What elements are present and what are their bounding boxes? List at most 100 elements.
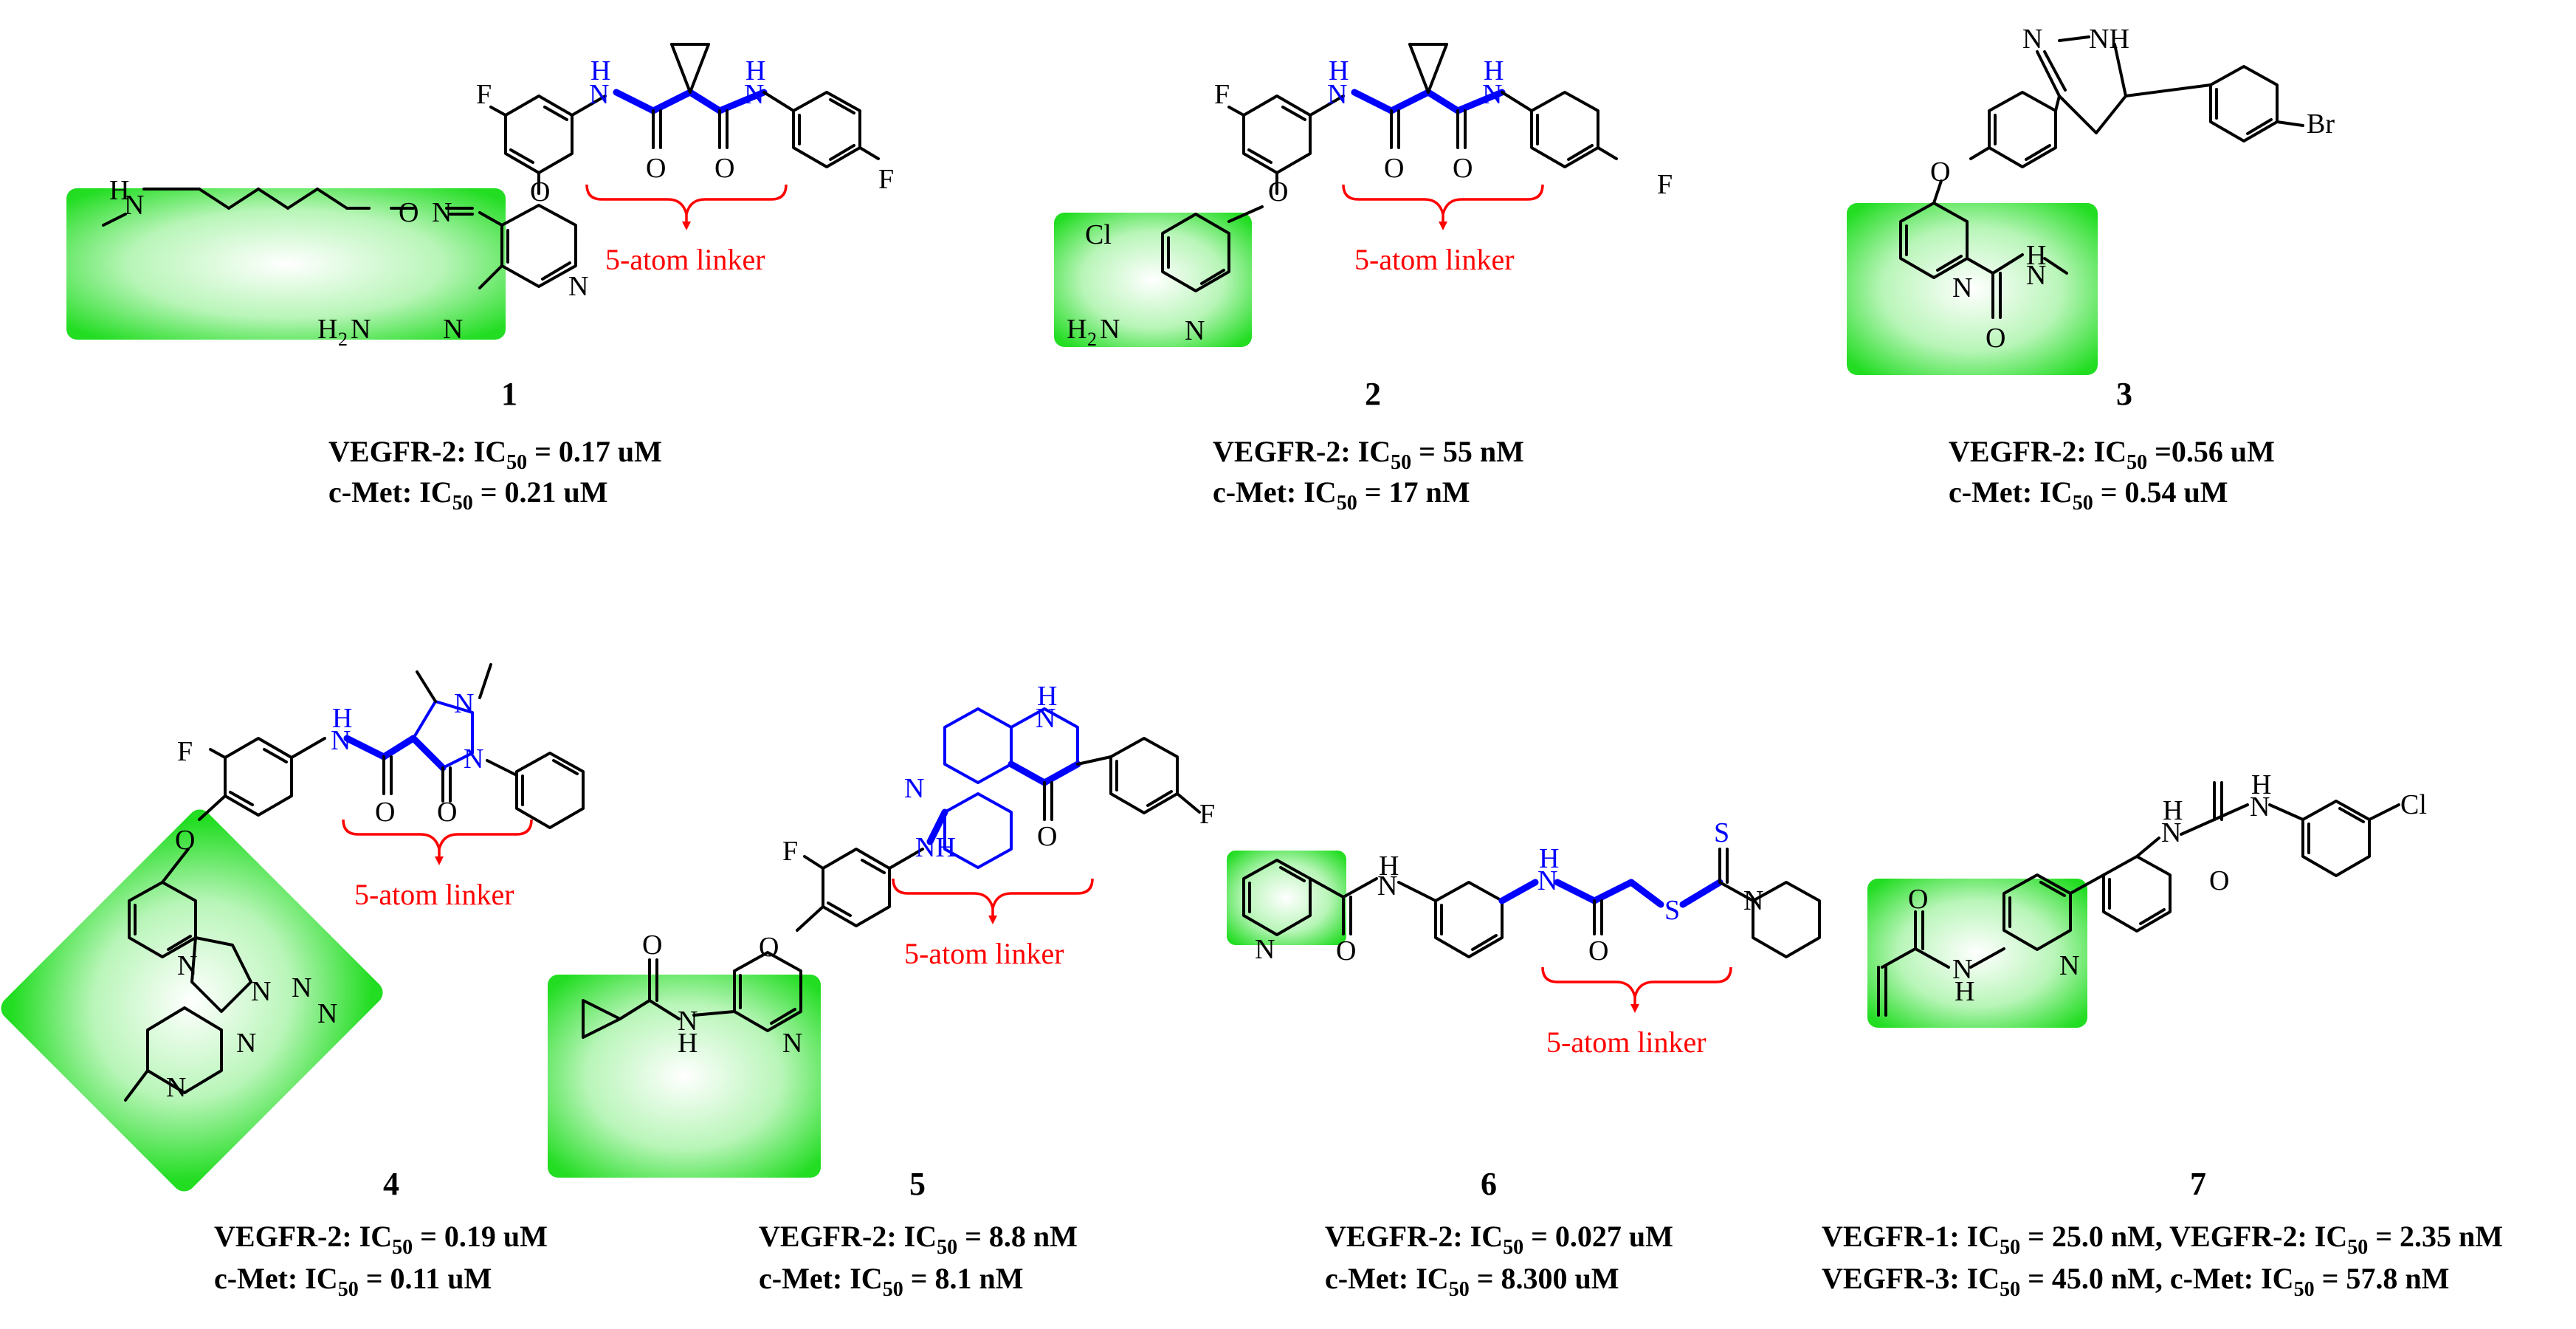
svg-text:VEGFR-2: IC50 = 0.17 uM: VEGFR-2: IC50 = 0.17 uM <box>328 435 662 474</box>
compound-2-structure: F O Cl N H 2 N H N H N O O F 5-atom link… <box>1067 43 1673 350</box>
highlight-box-4 <box>1 809 383 1192</box>
atom-label-F: F <box>1214 79 1230 110</box>
atom-label-H: H <box>1379 851 1399 882</box>
activity-subscript: 50 <box>2347 1236 2368 1259</box>
atom-label-H: H <box>745 55 765 86</box>
atom-label-H: H <box>1037 681 1057 712</box>
svg-text:VEGFR-1: IC50 = 25.0 nM, VEGFR: VEGFR-1: IC50 = 25.0 nM, VEGFR-2: IC50 =… <box>1822 1220 2503 1259</box>
atom-label-F: F <box>1199 799 1215 830</box>
atom-label-N: N <box>1100 314 1120 345</box>
activity-label: VEGFR-2: IC <box>759 1220 937 1253</box>
activity-subscript: 50 <box>2126 451 2147 474</box>
atom-label-N: N <box>317 998 337 1029</box>
activity-3: VEGFR-2: IC50 =0.56 uM c-Met: IC50 = 0.5… <box>1949 435 2275 515</box>
atom-subscript-2: 2 <box>338 329 348 350</box>
atom-label-H: H <box>1329 55 1349 86</box>
highlight-box-1 <box>66 188 506 340</box>
svg-text:VEGFR-2: IC50 = 0.19 uM: VEGFR-2: IC50 = 0.19 uM <box>214 1220 548 1259</box>
compound-3-structure: N NH Br O N O H N <box>1899 24 2335 354</box>
activity-value: = 0.027 uM <box>1523 1220 1673 1253</box>
atom-label-O: O <box>1384 153 1404 184</box>
activity-value: = 8.1 nM <box>903 1262 1024 1295</box>
activity-label: c-Met: IC <box>1325 1262 1449 1295</box>
atom-label-N: N <box>1952 272 1972 303</box>
activity-5: VEGFR-2: IC50 = 8.8 nM c-Met: IC50 = 8.1… <box>759 1220 1078 1301</box>
compound-number-2: 2 <box>1365 376 1381 412</box>
atom-label-Br: Br <box>2307 109 2335 140</box>
atom-label-S: S <box>1714 817 1729 848</box>
atom-label-O: O <box>759 932 779 963</box>
atom-label-Cl: Cl <box>1085 219 1112 250</box>
activity-subscript: 50 <box>506 451 527 474</box>
compound-4-structure: F O N N N N N N H N N N O O 5-atom linke… <box>124 663 585 1103</box>
linker-label-6: 5-atom linker <box>1546 1026 1707 1059</box>
activity-value: = 17 nM <box>1357 475 1470 509</box>
activity-label: c-Met: IC <box>328 475 452 509</box>
atom-label-F: F <box>177 736 193 767</box>
activity-value: = 8.300 uM <box>1470 1262 1619 1295</box>
linker-brace-6 <box>1541 966 1732 997</box>
atom-label-H: H <box>678 1028 698 1059</box>
svg-text:c-Met: IC50 = 17 nM: c-Met: IC50 = 17 nM <box>1213 475 1470 515</box>
atom-label-O: O <box>1453 153 1473 184</box>
atom-label-H2N: H <box>1067 314 1086 345</box>
atom-label-N: N <box>331 725 351 756</box>
atom-label-N: N <box>678 1006 698 1037</box>
atom-label-N: N <box>292 972 311 1003</box>
atom-label-N: N <box>443 314 463 345</box>
atom-label-O: O <box>375 797 395 828</box>
activity-4: VEGFR-2: IC50 = 0.19 uM c-Met: IC50 = 0.… <box>214 1220 548 1301</box>
atom-label-N: N <box>1185 315 1205 346</box>
atom-label-N: N <box>1255 934 1275 965</box>
activity-1: VEGFR-2: IC50 = 0.17 uM c-Met: IC50 = 0.… <box>328 435 662 515</box>
linker-label-5: 5-atom linker <box>904 937 1064 970</box>
activity-subscript: 50 <box>1337 492 1357 515</box>
svg-text:VEGFR-2: IC50 = 8.8 nM: VEGFR-2: IC50 = 8.8 nM <box>759 1220 1078 1259</box>
atom-label-N: N <box>166 1072 186 1103</box>
compound-number-3: 3 <box>2116 376 2132 412</box>
atom-label-H: H <box>1484 55 1504 86</box>
linker-brace-2 <box>1342 184 1544 215</box>
activity-subscript: 50 <box>1503 1236 1523 1259</box>
activity-label: VEGFR-2: IC <box>1213 435 1391 468</box>
atom-label-O: O <box>1037 821 1057 852</box>
atom-label-N: N <box>1743 885 1763 916</box>
atom-label-F: F <box>782 836 798 867</box>
atom-label-H: H <box>2251 769 2271 800</box>
activity-value: = 8.8 nM <box>957 1220 1078 1253</box>
activity-label: c-Met: IC <box>1213 475 1337 509</box>
linker-label-1: 5-atom linker <box>605 243 765 276</box>
atom-label-H: H <box>1955 976 1974 1007</box>
atom-label-H: H <box>590 55 610 86</box>
activity-subscript: 50 <box>937 1236 957 1259</box>
atom-label-N: N <box>782 1028 802 1059</box>
activity-6: VEGFR-2: IC50 = 0.027 uM c-Met: IC50 = 8… <box>1325 1220 1673 1301</box>
atom-label-F: F <box>878 164 894 195</box>
svg-text:VEGFR-2: IC50 = 0.027 uM: VEGFR-2: IC50 = 0.027 uM <box>1325 1220 1673 1259</box>
atom-label-S: S <box>1664 895 1680 926</box>
atom-subscript-2: 2 <box>1087 329 1097 350</box>
atom-label-O: O <box>1986 323 2005 354</box>
atom-label-N: N <box>568 271 588 302</box>
activity-subscript: 50 <box>392 1236 413 1259</box>
activity-subscript: 50 <box>1449 1278 1470 1301</box>
activity-label: c-Met: IC <box>759 1262 883 1295</box>
atom-label-O: O <box>2209 865 2229 896</box>
atom-label-O: O <box>1588 935 1608 966</box>
activity-value: = 0.11 uM <box>359 1262 492 1295</box>
atom-label-N: N <box>464 744 483 775</box>
atom-label-O: O <box>642 930 662 961</box>
highlight-box-3 <box>1847 203 2098 375</box>
atom-label-N: N <box>1482 79 1502 110</box>
activity-label: VEGFR-2: IC <box>1949 435 2126 468</box>
atom-label-N: N <box>124 190 144 221</box>
svg-text:VEGFR-3: IC50 = 45.0 nM, c-Met: VEGFR-3: IC50 = 45.0 nM, c-Met: IC50 = 5… <box>1822 1262 2449 1301</box>
compound-6-structure: N O H N H N O S S N 5-atom linker <box>1242 817 1821 1059</box>
atom-label-N: N <box>236 1028 256 1059</box>
atom-label-N: N <box>2026 260 2046 291</box>
activity-subscript: 50 <box>883 1278 903 1301</box>
atom-label-N: N <box>904 773 924 804</box>
atom-label-N: N <box>1952 954 1972 985</box>
activity-subscript: 50 <box>338 1278 359 1301</box>
compound-number-7: 7 <box>2190 1166 2206 1202</box>
